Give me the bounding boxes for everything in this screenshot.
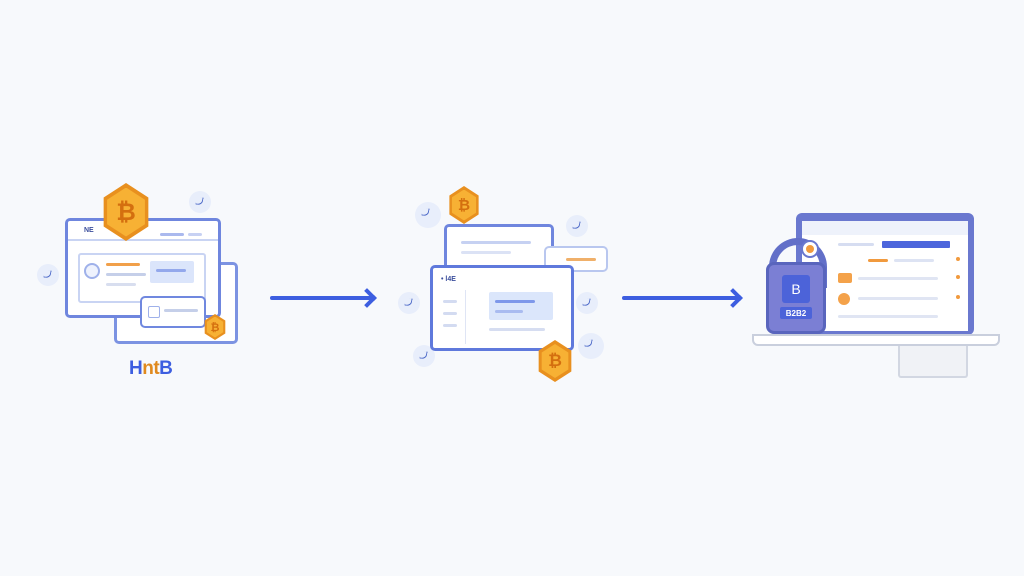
small-card <box>140 296 206 328</box>
bitcoin-icon: ₿ <box>103 183 149 241</box>
laptop-base <box>752 334 1000 346</box>
sidebar <box>437 290 466 344</box>
content-bar <box>489 328 545 331</box>
padlock-label-box: B <box>782 275 810 303</box>
laptop-display <box>802 221 968 331</box>
bitcoin-icon: ₿ <box>449 186 479 224</box>
arrow-head <box>357 288 377 308</box>
bitcoin-symbol: ₿ <box>541 344 569 378</box>
padlock-badge-box: B2B2 <box>780 307 812 319</box>
moon-icon <box>578 333 604 359</box>
browser-header-text: NE <box>84 227 94 234</box>
display-bar <box>838 243 874 246</box>
content-bar <box>495 300 535 303</box>
display-blue-bar <box>882 241 950 248</box>
display-bar <box>838 315 938 318</box>
sidebar-bar <box>443 300 457 303</box>
padlock-body: B B2B2 <box>766 262 826 334</box>
display-header <box>802 221 968 235</box>
content-bar <box>461 251 511 254</box>
moon-icon <box>189 191 211 213</box>
content-bar <box>106 273 146 276</box>
content-bar <box>495 310 523 313</box>
bitcoin-symbol: ₿ <box>451 189 477 221</box>
moon-icon <box>415 202 441 228</box>
row-badge <box>838 293 850 305</box>
caption-part: B <box>159 358 173 379</box>
content-bar <box>106 263 140 266</box>
display-bar <box>858 277 938 280</box>
row-badge <box>838 273 852 283</box>
display-bar <box>868 259 888 262</box>
padlock-badge-text: B2B2 <box>785 308 807 318</box>
card-bar <box>164 309 198 312</box>
sidebar-bar <box>443 324 457 327</box>
content-bar <box>106 283 136 286</box>
bitcoin-symbol: ₿ <box>107 187 145 237</box>
bitcoin-icon: ₿ <box>204 314 226 340</box>
display-bar <box>858 297 938 300</box>
sidebar-bar <box>443 312 457 315</box>
content-bar <box>156 269 186 272</box>
card-bar <box>566 258 596 261</box>
content-bar <box>461 241 531 244</box>
main-app-window: • l4E <box>430 265 574 351</box>
row-dot <box>956 295 960 299</box>
app-header-text: • l4E <box>441 276 456 283</box>
caption-part: nt <box>142 358 160 379</box>
card-avatar <box>148 306 160 318</box>
blue-block <box>150 261 194 283</box>
moon-icon <box>37 264 59 286</box>
moon-icon <box>413 345 435 367</box>
row-dot <box>956 257 960 261</box>
caption-part: H <box>129 358 143 379</box>
arrow-head <box>723 288 743 308</box>
browser-header <box>68 221 218 241</box>
padlock-label: B <box>791 281 801 297</box>
header-bar <box>188 233 202 236</box>
moon-icon <box>398 292 420 314</box>
bitcoin-symbol: ₿ <box>206 316 224 338</box>
row-dot <box>956 275 960 279</box>
display-bar <box>894 259 934 262</box>
arrow-shaft <box>270 296 374 300</box>
stage-1-caption: HntB <box>129 358 173 380</box>
bitcoin-icon: ₿ <box>538 340 572 382</box>
back-window <box>444 224 554 272</box>
content-highlight <box>489 292 553 320</box>
moon-icon <box>566 215 588 237</box>
padlock-notification-dot <box>801 240 819 258</box>
laptop-stand <box>898 346 968 378</box>
moon-icon <box>576 292 598 314</box>
avatar-circle <box>84 263 100 279</box>
arrow-shaft <box>622 296 738 300</box>
header-bar <box>160 233 184 236</box>
